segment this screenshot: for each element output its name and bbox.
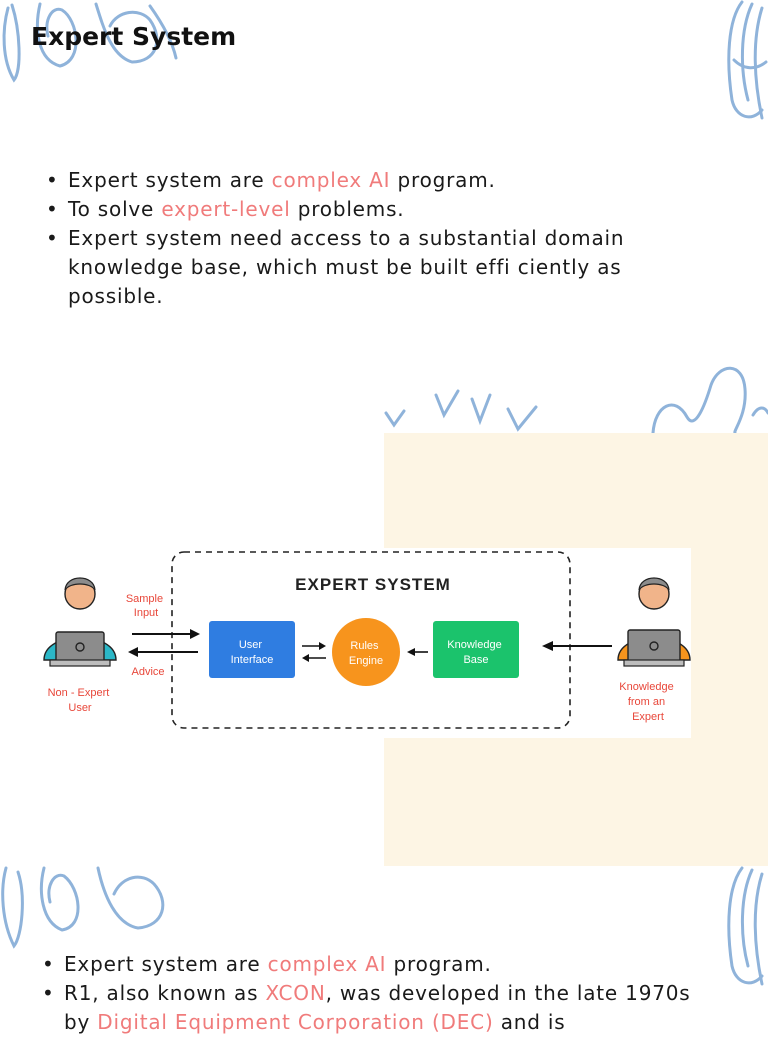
expert-icon (617, 577, 691, 667)
top-left-scribble (0, 0, 200, 90)
sample-input-label: Sample Input (126, 593, 166, 619)
top-right-scribble (722, 0, 768, 125)
advice-arrow (128, 647, 198, 657)
highlight-text: expert-level (161, 197, 291, 221)
highlight-text: complex AI (267, 952, 387, 976)
middle-right-scribble (645, 355, 768, 435)
system-boundary (171, 551, 571, 729)
highlight-text: Digital Equipment Corporation (DEC) (97, 1010, 494, 1034)
list-item: Expert system need access to a substanti… (46, 224, 706, 311)
page-title: Expert System (31, 22, 237, 51)
knowledge-base-box (433, 621, 519, 678)
non-expert-user-icon (43, 577, 117, 667)
kb-rules-arrow (407, 648, 428, 656)
list-item: Expert system are complex AI program. (46, 166, 706, 195)
bottom-left-scribble (0, 866, 185, 951)
expert-kb-arrow (542, 641, 612, 651)
rules-engine-label: Rules Engine (349, 640, 383, 667)
user-interface-label: User Interface (231, 639, 274, 666)
expert-system-diagram: EXPERT SYSTEM Non - Expert User Sample I… (30, 548, 691, 738)
rules-engine-circle (332, 618, 400, 686)
highlight-text: XCON (265, 981, 326, 1005)
non-expert-user-label: Non - Expert User (48, 687, 113, 714)
ui-rules-arrows (302, 642, 326, 662)
knowledge-from-expert-label: Knowledge from an Expert (619, 681, 677, 723)
list-item: To solve expert-level problems. (46, 195, 706, 224)
highlight-text: complex AI (271, 168, 391, 192)
diagram-heading: EXPERT SYSTEM (295, 575, 451, 594)
list-item: Expert system are complex AI program. (42, 950, 714, 979)
advice-label: Advice (131, 666, 164, 678)
bullet-list: Expert system are complex AI program. To… (46, 166, 706, 311)
knowledge-base-label: Knowledge Base (447, 639, 505, 666)
bottom-right-scribble (724, 866, 768, 991)
user-interface-box (209, 621, 295, 678)
middle-checkmark-scribble (380, 385, 550, 435)
sample-input-arrow (132, 629, 200, 639)
bullet-list: Expert system are complex AI program. R1… (42, 950, 714, 1037)
list-item: R1, also known as XCON, was developed in… (42, 979, 714, 1037)
